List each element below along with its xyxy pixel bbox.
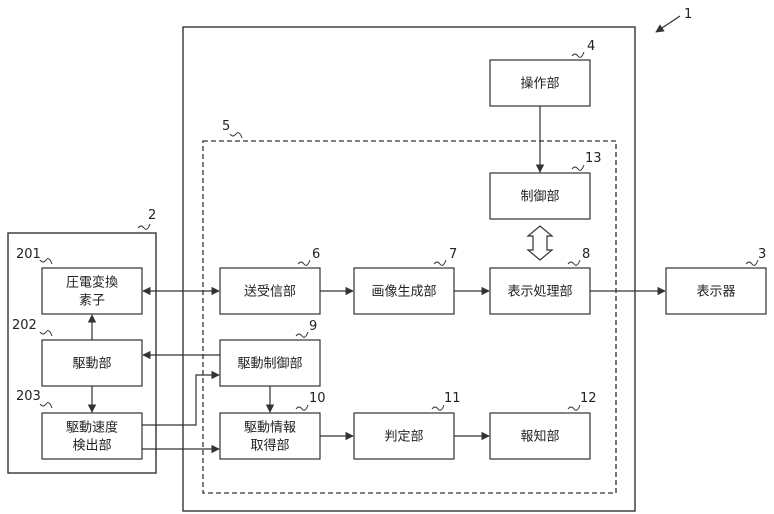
ref-speed: 203 <box>16 389 41 404</box>
ref-controller: 5 <box>222 119 230 134</box>
drive-info-label-2: 取得部 <box>250 438 289 454</box>
drive-label: 駆動部 <box>72 357 111 372</box>
control-block: 制御部 <box>490 173 590 219</box>
ref-display-proc: 8 <box>582 247 590 262</box>
ref-display: 3 <box>758 247 766 262</box>
ref-device: 1 <box>684 7 692 22</box>
ref-drive: 202 <box>12 318 37 333</box>
ref-controller-squiggle <box>230 133 242 138</box>
speed-block: 駆動速度 検出部 <box>42 413 142 459</box>
ref-image-gen-squiggle <box>434 260 446 265</box>
drive-block: 駆動部 <box>42 340 142 386</box>
transceiver-label: 送受信部 <box>244 285 296 300</box>
notify-label: 報知部 <box>520 429 559 445</box>
ref-probe: 2 <box>148 208 156 223</box>
judge-label: 判定部 <box>384 430 423 445</box>
ref-drive-squiggle <box>40 331 52 336</box>
ref-device-leader <box>656 16 680 32</box>
ref-drive-ctrl-squiggle <box>296 332 308 337</box>
control-label: 制御部 <box>520 190 559 205</box>
ref-piezo: 201 <box>16 247 41 262</box>
ref-probe-squiggle <box>138 224 150 229</box>
ref-judge: 11 <box>444 391 461 406</box>
ref-operation: 4 <box>587 39 595 54</box>
operation-block: 操作部 <box>490 60 590 106</box>
transceiver-block: 送受信部 <box>220 268 320 314</box>
speed-label-2: 検出部 <box>72 439 111 454</box>
piezo-label-2: 素子 <box>79 294 105 309</box>
ref-display-squiggle <box>746 260 758 265</box>
ref-notify-squiggle <box>568 405 580 410</box>
display-proc-label: 表示処理部 <box>507 285 572 300</box>
ref-display-proc-squiggle <box>568 260 580 265</box>
drive-info-label-1: 駆動情報 <box>244 421 296 436</box>
notify-block: 報知部 <box>490 413 590 459</box>
judge-block: 判定部 <box>354 413 454 459</box>
ref-control-squiggle <box>572 165 584 170</box>
ref-control: 13 <box>585 151 602 166</box>
ref-piezo-squiggle <box>40 259 52 264</box>
ref-drive-ctrl: 9 <box>309 319 317 334</box>
drive-ctrl-block: 駆動制御部 <box>220 340 320 386</box>
ref-notify: 12 <box>580 391 597 406</box>
piezo-block: 圧電変換 素子 <box>42 268 142 314</box>
drive-ctrl-label: 駆動制御部 <box>237 357 302 372</box>
ref-transceiver: 6 <box>312 247 320 262</box>
arrow-control-display-proc <box>528 226 552 260</box>
drive-info-block: 駆動情報 取得部 <box>220 413 320 459</box>
display-proc-block: 表示処理部 <box>490 268 590 314</box>
ref-judge-squiggle <box>432 405 444 410</box>
piezo-label-1: 圧電変換 <box>66 275 118 291</box>
image-gen-block: 画像生成部 <box>354 268 454 314</box>
ref-transceiver-squiggle <box>298 260 310 265</box>
ref-drive-info: 10 <box>309 391 326 406</box>
ref-speed-squiggle <box>40 403 52 408</box>
ref-operation-squiggle <box>572 52 584 57</box>
speed-label-1: 駆動速度 <box>66 420 118 436</box>
operation-label: 操作部 <box>520 76 559 92</box>
display-label: 表示器 <box>696 285 735 300</box>
display-block: 表示器 <box>666 268 766 314</box>
arrow-speed-to-drive-ctrl <box>142 375 219 425</box>
ref-image-gen: 7 <box>449 247 457 262</box>
ref-drive-info-squiggle <box>296 405 308 410</box>
image-gen-label: 画像生成部 <box>371 285 436 300</box>
